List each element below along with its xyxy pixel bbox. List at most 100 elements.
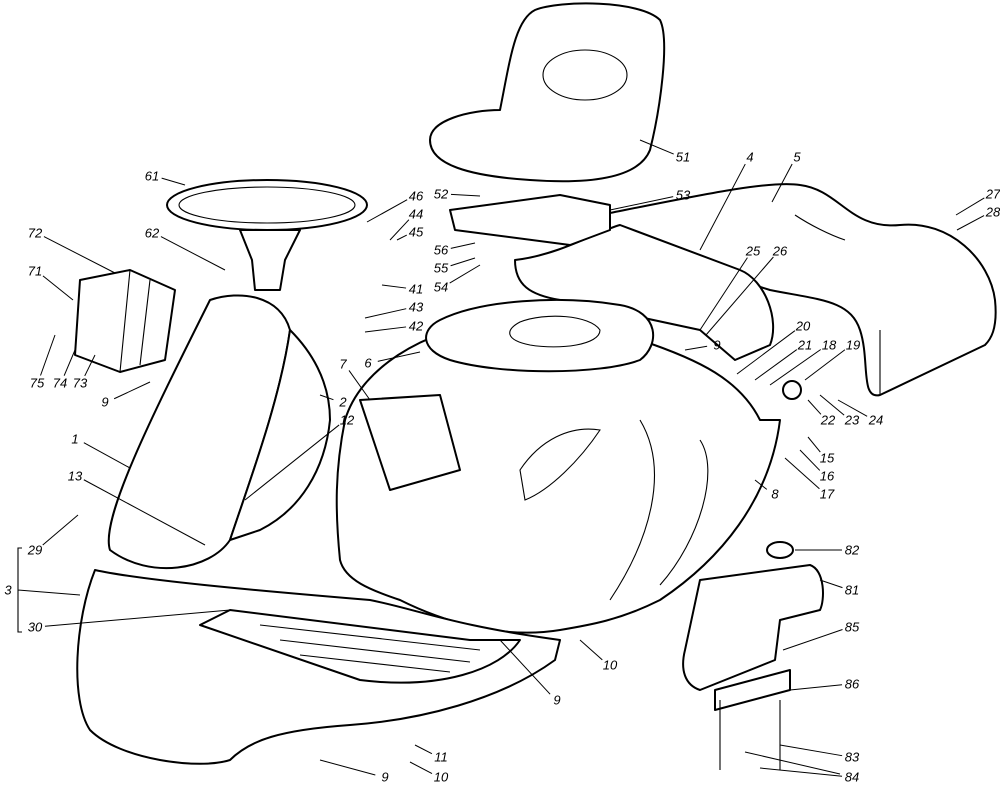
callout-5: 5	[793, 149, 801, 165]
leader-line-41	[381, 284, 407, 289]
callout-12: 12	[339, 412, 355, 428]
callout-10: 10	[602, 657, 618, 673]
console-shroud	[229, 329, 331, 541]
callout-75: 75	[29, 375, 45, 391]
leader-line-1	[83, 442, 131, 469]
leader-line-10	[409, 761, 433, 774]
steering-column	[239, 229, 301, 291]
callout-85: 85	[844, 619, 860, 635]
leader-line-56	[450, 242, 476, 249]
callout-20: 20	[795, 318, 811, 334]
leader-line-61	[161, 177, 186, 186]
leader-line-9	[113, 381, 151, 400]
leader-line-84	[759, 767, 843, 777]
leader-line-51	[639, 139, 674, 155]
seat-bracket	[449, 194, 611, 246]
leader-line-9	[499, 639, 551, 695]
leader-line-8	[754, 479, 768, 490]
leader-line-7	[348, 370, 371, 401]
leader-line-4	[699, 163, 746, 251]
callout-2: 2	[339, 394, 347, 410]
callout-16: 16	[819, 468, 835, 484]
callout-19: 19	[845, 337, 861, 353]
leader-line-18	[769, 349, 822, 386]
callout-11: 11	[434, 749, 448, 765]
leader-line-75	[40, 334, 56, 376]
leader-line-15	[807, 436, 821, 453]
leader-line-21	[754, 349, 798, 381]
callout-18: 18	[821, 337, 837, 353]
group-bracket	[17, 547, 81, 633]
leader-line-45	[396, 234, 408, 241]
callout-45: 45	[408, 224, 424, 240]
callout-51: 51	[675, 149, 691, 165]
callout-74: 74	[52, 375, 68, 391]
leader-line-81	[819, 579, 843, 589]
callout-22: 22	[820, 412, 836, 428]
leader-line-9	[319, 759, 376, 776]
leader-line-23	[819, 394, 845, 416]
leader-line-85	[782, 629, 843, 651]
callout-6: 6	[364, 355, 372, 371]
leader-line-26	[705, 256, 774, 336]
callout-9: 9	[101, 394, 109, 410]
callout-84: 84	[844, 769, 860, 785]
leader-line-72	[43, 236, 116, 274]
callout-52: 52	[433, 186, 449, 202]
callout-30: 30	[27, 619, 43, 635]
leader-line-43	[364, 308, 407, 319]
leader-line-24	[837, 399, 868, 417]
callout-43: 43	[408, 299, 424, 315]
leader-line-73	[84, 354, 96, 377]
callout-44: 44	[408, 206, 424, 222]
callout-9: 9	[553, 692, 561, 708]
leader-line-13	[83, 479, 206, 546]
callout-15: 15	[819, 450, 835, 466]
callout-29: 29	[27, 542, 43, 558]
callout-72: 72	[27, 225, 43, 241]
callout-82: 82	[844, 542, 860, 558]
leader-line-6	[377, 351, 421, 362]
callout-9: 9	[713, 337, 721, 353]
fuel-tank	[682, 564, 824, 691]
callout-56: 56	[433, 242, 449, 258]
fuel-cap	[766, 541, 794, 559]
callout-86: 86	[844, 676, 860, 692]
leader-line-55	[450, 257, 476, 267]
leader-line-2	[319, 394, 334, 401]
leader-line-71	[42, 275, 74, 301]
callout-24: 24	[868, 412, 884, 428]
rear-fender	[599, 183, 997, 397]
callout-27: 27	[985, 186, 1000, 202]
callout-3: 3	[4, 582, 12, 598]
callout-28: 28	[985, 204, 1000, 220]
seat	[429, 2, 666, 183]
callout-10: 10	[433, 769, 449, 785]
callout-17: 17	[819, 486, 835, 502]
inspection-cover	[359, 394, 461, 491]
callout-8: 8	[771, 486, 779, 502]
callout-81: 81	[844, 582, 860, 598]
leader-line-86	[789, 684, 843, 691]
callout-42: 42	[408, 318, 424, 334]
callout-26: 26	[772, 243, 788, 259]
callout-23: 23	[844, 412, 860, 428]
callout-46: 46	[408, 188, 424, 204]
leader-line-29	[42, 514, 79, 546]
leader-line-11	[414, 744, 433, 755]
leader-line-12	[244, 424, 340, 501]
leader-line-25	[699, 257, 748, 331]
leader-line-9	[684, 345, 708, 351]
leader-line-46	[366, 199, 408, 223]
leader-line-27	[955, 197, 985, 216]
dashboard-console	[107, 294, 291, 570]
leader-line-83	[779, 744, 843, 757]
callout-61: 61	[144, 168, 160, 184]
callout-13: 13	[67, 468, 83, 484]
leader-line-44	[389, 219, 410, 241]
front-panel	[76, 569, 561, 765]
callout-25: 25	[745, 243, 761, 259]
callout-1: 1	[71, 431, 79, 447]
